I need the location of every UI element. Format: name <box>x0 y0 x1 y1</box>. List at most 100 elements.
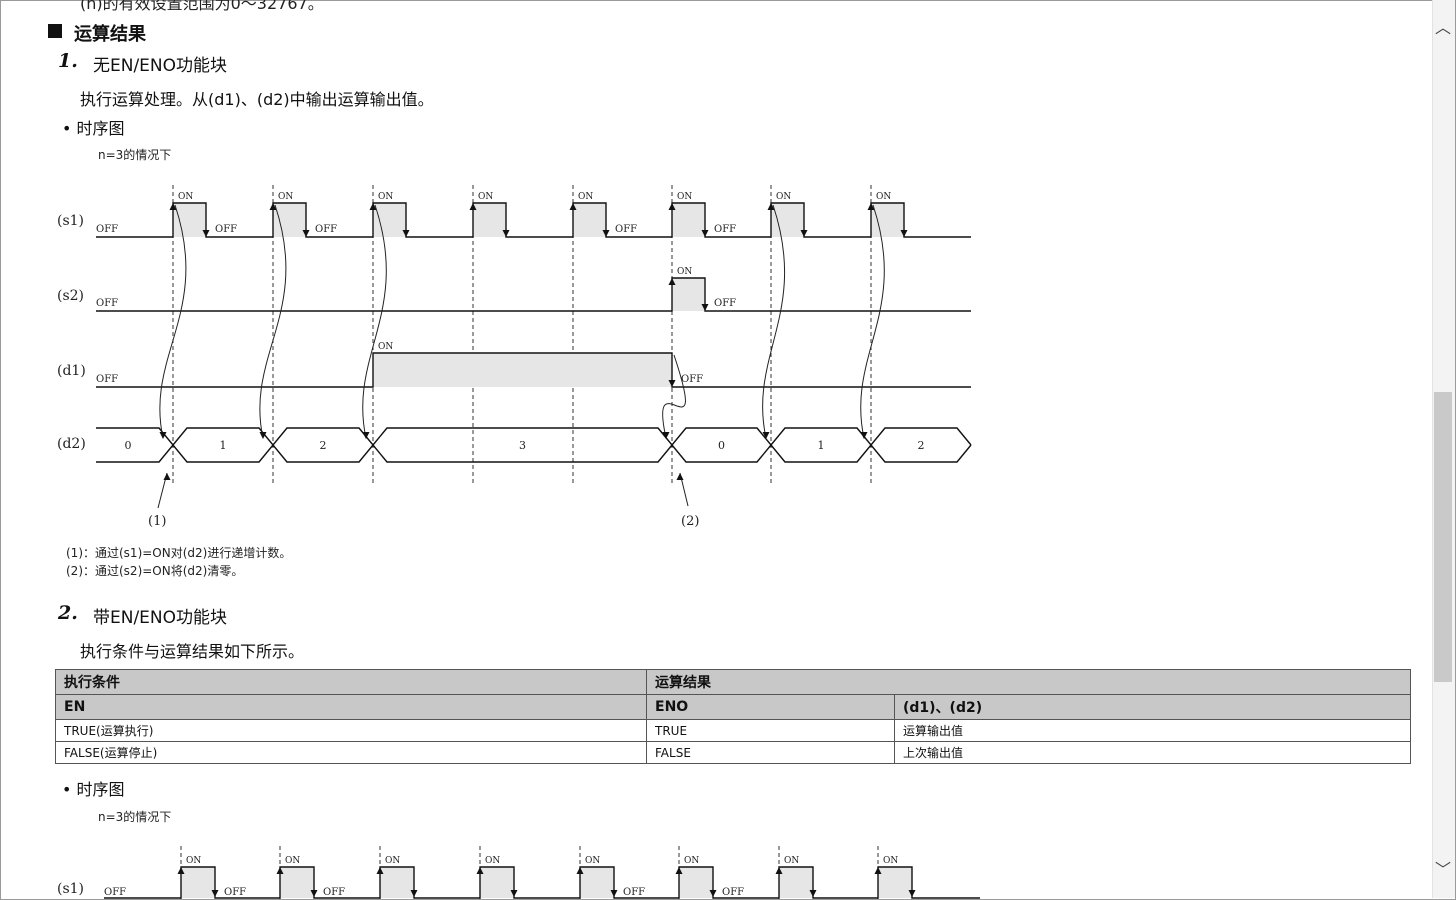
callout-arrowhead <box>163 473 171 480</box>
pulse-shade <box>480 867 514 898</box>
sub1-number: 1. <box>58 50 78 72</box>
rise-arrow <box>376 867 384 874</box>
off-label: OFF <box>714 224 736 235</box>
fall-arrow <box>900 230 908 237</box>
rise-arrow <box>668 278 676 285</box>
on-label: ON <box>485 856 500 866</box>
pulse-shade <box>779 867 813 898</box>
fall-arrow <box>502 230 510 237</box>
sub1-bullet-label: 时序图 <box>76 119 125 138</box>
off-label: OFF <box>96 224 118 235</box>
sub1-case-note: n=3的情况下 <box>98 148 172 162</box>
cause-arrow <box>762 204 786 439</box>
note-1: (1)：通过(s1)=ON对(d2)进行递增计数。 <box>66 546 292 560</box>
rise-arrow <box>177 867 185 874</box>
sub2-description: 执行条件与运算结果如下所示。 <box>80 642 305 661</box>
cause-arrowhead <box>762 432 770 439</box>
rise-arrow <box>269 203 277 210</box>
pulse-shade <box>771 203 804 237</box>
signal-label: (s2) <box>57 288 84 304</box>
fall-arrow <box>701 304 709 311</box>
on-label: ON <box>585 856 600 866</box>
scrollbar-thumb[interactable] <box>1434 392 1452 682</box>
cell-en: TRUE(运算执行) <box>55 719 647 742</box>
table-header-row: 执行条件 运算结果 <box>55 669 1411 695</box>
on-label: ON <box>677 192 692 202</box>
table-row: FALSE(运算停止) FALSE 上次输出值 <box>55 741 1411 764</box>
rise-arrow <box>276 867 284 874</box>
callout-arrowhead <box>676 473 684 480</box>
off-label: OFF <box>714 298 736 309</box>
signal-label: (s1) <box>57 881 84 897</box>
s1-waveform <box>96 202 971 238</box>
cause-arrow <box>159 204 187 439</box>
on-label: ON <box>285 856 300 866</box>
fall-arrow <box>510 890 518 897</box>
pulse-shade <box>373 353 672 387</box>
fall-arrow <box>668 380 676 387</box>
pulse-shade <box>672 203 705 237</box>
pulse-shade <box>473 203 506 237</box>
d2-value: 2 <box>918 439 925 452</box>
rise-arrow <box>874 867 882 874</box>
on-label: ON <box>186 856 201 866</box>
cell-en: FALSE(运算停止) <box>55 741 647 764</box>
pulse-shade <box>373 203 406 237</box>
d1-waveform <box>96 352 971 388</box>
cause-arrow <box>362 204 387 439</box>
scroll-up-icon[interactable]: ︿ <box>1434 18 1451 37</box>
sub2-case-note: n=3的情况下 <box>98 810 172 824</box>
fall-arrow <box>800 230 808 237</box>
off-label: OFF <box>681 374 703 385</box>
col-d: (d1)、(d2) <box>894 694 1411 720</box>
signal-label: (s1) <box>57 213 84 229</box>
off-label: OFF <box>615 224 637 235</box>
rise-arrow <box>369 203 377 210</box>
pulse-shade <box>181 867 215 898</box>
pulse-shade <box>173 203 206 237</box>
callout-2: (2) <box>681 514 699 529</box>
sub1-title: 无EN/ENO功能块 <box>93 56 228 76</box>
pulse-shade <box>380 867 414 898</box>
header-exec-condition: 执行条件 <box>55 669 647 695</box>
on-label: ON <box>578 192 593 202</box>
pulse-shade <box>573 203 606 237</box>
pulse-shade <box>580 867 614 898</box>
cell-eno: FALSE <box>646 741 895 764</box>
d2-bus-bottom <box>96 443 972 463</box>
fall-arrow <box>602 230 610 237</box>
fall-arrow <box>402 230 410 237</box>
pulse-shade <box>871 203 904 237</box>
pulse-shade <box>878 867 912 898</box>
rise-arrow <box>767 203 775 210</box>
on-label: ON <box>378 192 393 202</box>
cause-arrow <box>860 204 885 439</box>
cause-arrowhead <box>860 432 868 439</box>
off-label: OFF <box>96 298 118 309</box>
rise-arrow <box>469 203 477 210</box>
cell-d: 上次输出值 <box>894 741 1411 764</box>
cause-arrowhead <box>662 432 670 439</box>
on-label: ON <box>684 856 699 866</box>
cause-arrowhead <box>259 432 267 439</box>
fall-arrow <box>202 230 210 237</box>
d2-value: 0 <box>718 439 725 452</box>
s1-waveform <box>104 866 980 899</box>
on-label: ON <box>385 856 400 866</box>
on-label: ON <box>378 342 393 352</box>
d2-value: 1 <box>818 439 825 452</box>
note-2: (2)：通过(s2)=ON将(d2)清零。 <box>66 564 244 578</box>
signal-label: (d1) <box>57 363 86 379</box>
section-title: 运算结果 <box>74 24 146 45</box>
pulse-shade <box>280 867 314 898</box>
rise-arrow <box>867 203 875 210</box>
off-label: OFF <box>315 224 337 235</box>
signal-label: (d2) <box>57 436 86 452</box>
fall-arrow <box>908 890 916 897</box>
fall-arrow <box>211 890 219 897</box>
top-cut-text: (n)的有效设置范围为0～32767。 <box>80 0 324 13</box>
cell-eno: TRUE <box>646 719 895 742</box>
fall-arrow <box>701 230 709 237</box>
scroll-down-icon[interactable]: ﹀ <box>1434 860 1451 879</box>
